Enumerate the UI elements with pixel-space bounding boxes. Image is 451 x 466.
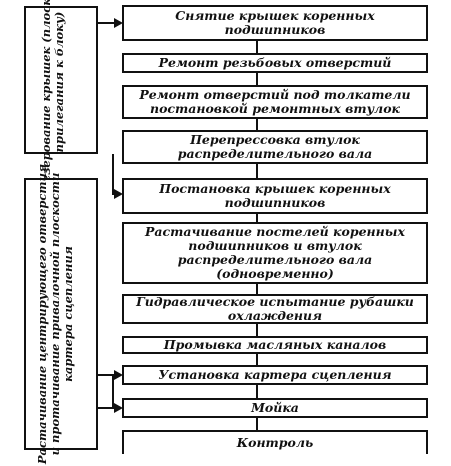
step-install-clutch-housing: Установка картера сцепления bbox=[122, 365, 428, 385]
step-inspection: Контроль bbox=[122, 430, 428, 454]
arrow-icon bbox=[114, 370, 123, 380]
side-op-1-connector-vertical bbox=[112, 154, 114, 194]
step-remove-main-bearing-caps: Снятие крышек коренных подшипников bbox=[122, 5, 428, 41]
side-op-bore-clutch-housing: Растачивание центрирующего отверстия и п… bbox=[24, 164, 98, 464]
step-hydraulic-test: Гидравлическое испытание рубашки охлажде… bbox=[122, 294, 428, 324]
step-repress-camshaft-bushings: Перепрессовка втулок распределительного … bbox=[122, 130, 428, 164]
step-install-main-bearing-caps: Постановка крышек коренных подшипников bbox=[122, 178, 428, 214]
step-bore-bearing-beds: Растачивание постелей коренных подшипник… bbox=[122, 222, 428, 284]
arrow-icon bbox=[114, 18, 123, 28]
arrow-icon bbox=[114, 189, 123, 199]
step-washing: Мойка bbox=[122, 398, 428, 418]
side-op-1-connector-out bbox=[98, 22, 114, 24]
side-op-2-connector-out bbox=[98, 374, 114, 376]
side-op-2-connector-back bbox=[98, 407, 114, 409]
side-op-2-connector-vertical bbox=[112, 374, 114, 408]
step-flush-oil-channels: Промывка масляных каналов bbox=[122, 336, 428, 354]
side-op-mill-caps: Фрезерование крышек (плоскости прилегани… bbox=[24, 0, 98, 201]
step-repair-tappet-holes: Ремонт отверстий под толкатели постановк… bbox=[122, 85, 428, 119]
arrow-icon bbox=[114, 403, 123, 413]
side-op-bore-clutch-housing-label: Растачивание центрирующего отверстия и п… bbox=[35, 163, 75, 465]
step-repair-threaded-holes: Ремонт резьбовых отверстий bbox=[122, 53, 428, 73]
